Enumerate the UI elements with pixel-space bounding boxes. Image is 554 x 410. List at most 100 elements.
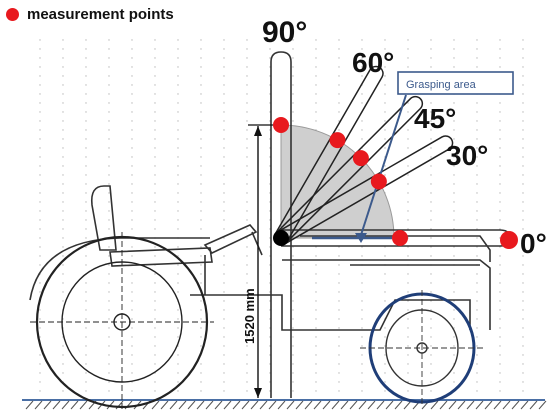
grid-dot	[62, 174, 64, 176]
grid-dot	[108, 228, 110, 230]
grid-dot	[246, 354, 248, 356]
grid-dot	[154, 210, 156, 212]
grid-dot	[62, 75, 64, 77]
ground-hatch	[160, 400, 169, 410]
grid-dot	[338, 120, 340, 122]
grid-dot	[39, 372, 41, 374]
grid-dot	[430, 120, 432, 122]
grid-dot	[85, 327, 87, 329]
grid-dot	[246, 255, 248, 257]
grid-dot	[39, 309, 41, 311]
grid-dot	[499, 147, 501, 149]
grid-dot	[384, 75, 386, 77]
grid-dot	[62, 255, 64, 257]
grid-dot	[131, 363, 133, 365]
grid-dot	[384, 84, 386, 86]
grid-dot	[223, 210, 225, 212]
grid-dot	[131, 336, 133, 338]
grid-dot	[453, 354, 455, 356]
grid-dot	[499, 354, 501, 356]
grid-dot	[407, 390, 409, 392]
grid-dot	[39, 75, 41, 77]
grid-dot	[292, 318, 294, 320]
grid-dot	[108, 381, 110, 383]
grid-dot	[223, 273, 225, 275]
grid-dot	[269, 57, 271, 59]
grid-dot	[200, 282, 202, 284]
grid-dot	[499, 156, 501, 158]
grid-dot	[476, 363, 478, 365]
grid-dot	[154, 75, 156, 77]
grid-dot	[223, 102, 225, 104]
grid-dot	[131, 219, 133, 221]
grid-dot	[384, 390, 386, 392]
grid-dot	[315, 264, 317, 266]
ground-hatch	[151, 400, 160, 410]
grid-dot	[154, 120, 156, 122]
grid-dot	[246, 300, 248, 302]
grid-dot	[177, 129, 179, 131]
grid-dot	[200, 156, 202, 158]
grid-dot	[223, 75, 225, 77]
grid-dot	[85, 93, 87, 95]
grid-dot	[108, 165, 110, 167]
ground-hatch	[394, 400, 403, 410]
grid-dot	[154, 246, 156, 248]
grid-dot	[499, 111, 501, 113]
grid-dot	[292, 66, 294, 68]
angle-label-45: 45°	[414, 103, 456, 134]
measurement-point-45	[352, 150, 369, 167]
grid-dot	[85, 390, 87, 392]
ground-hatch	[529, 400, 538, 410]
grid-dot	[338, 282, 340, 284]
grid-dot	[476, 210, 478, 212]
grid-dot	[361, 372, 363, 374]
ground-hatch	[502, 400, 511, 410]
grid-dot	[85, 255, 87, 257]
grid-dot	[315, 300, 317, 302]
ground-hatch	[313, 400, 322, 410]
grid-dot	[476, 309, 478, 311]
ground-hatch	[457, 400, 466, 410]
grid-dot	[223, 201, 225, 203]
grid-dot	[407, 39, 409, 41]
grid-dot	[85, 48, 87, 50]
ground-hatch	[232, 400, 241, 410]
grid-dot	[39, 39, 41, 41]
grid-dot	[39, 57, 41, 59]
grid-dot	[246, 174, 248, 176]
grid-dot	[85, 174, 87, 176]
grid-dot	[476, 165, 478, 167]
grid-dot	[223, 57, 225, 59]
grid-dot	[522, 336, 524, 338]
grid-dot	[292, 300, 294, 302]
grid-dot	[430, 156, 432, 158]
grid-dot	[361, 255, 363, 257]
arm-pivot	[273, 230, 289, 246]
grid-dot	[384, 48, 386, 50]
grid-dot	[177, 93, 179, 95]
grid-dot	[476, 282, 478, 284]
grid-dot	[177, 192, 179, 194]
grid-dot	[522, 318, 524, 320]
grid-dot	[384, 165, 386, 167]
grid-dot	[154, 345, 156, 347]
grid-dot	[499, 381, 501, 383]
grid-dot	[131, 39, 133, 41]
grid-dot	[177, 39, 179, 41]
grid-dot	[39, 147, 41, 149]
grid-dot	[200, 111, 202, 113]
grid-dot	[430, 57, 432, 59]
grid-dot	[384, 102, 386, 104]
grid-dot	[85, 39, 87, 41]
grid-dot	[200, 273, 202, 275]
grid-dot	[361, 327, 363, 329]
grid-dot	[85, 318, 87, 320]
grid-dot	[522, 228, 524, 230]
grid-dot	[338, 372, 340, 374]
grid-dot	[315, 102, 317, 104]
grid-dot	[430, 192, 432, 194]
grid-dot	[407, 318, 409, 320]
grid-dot	[361, 381, 363, 383]
ground-hatch	[475, 400, 484, 410]
